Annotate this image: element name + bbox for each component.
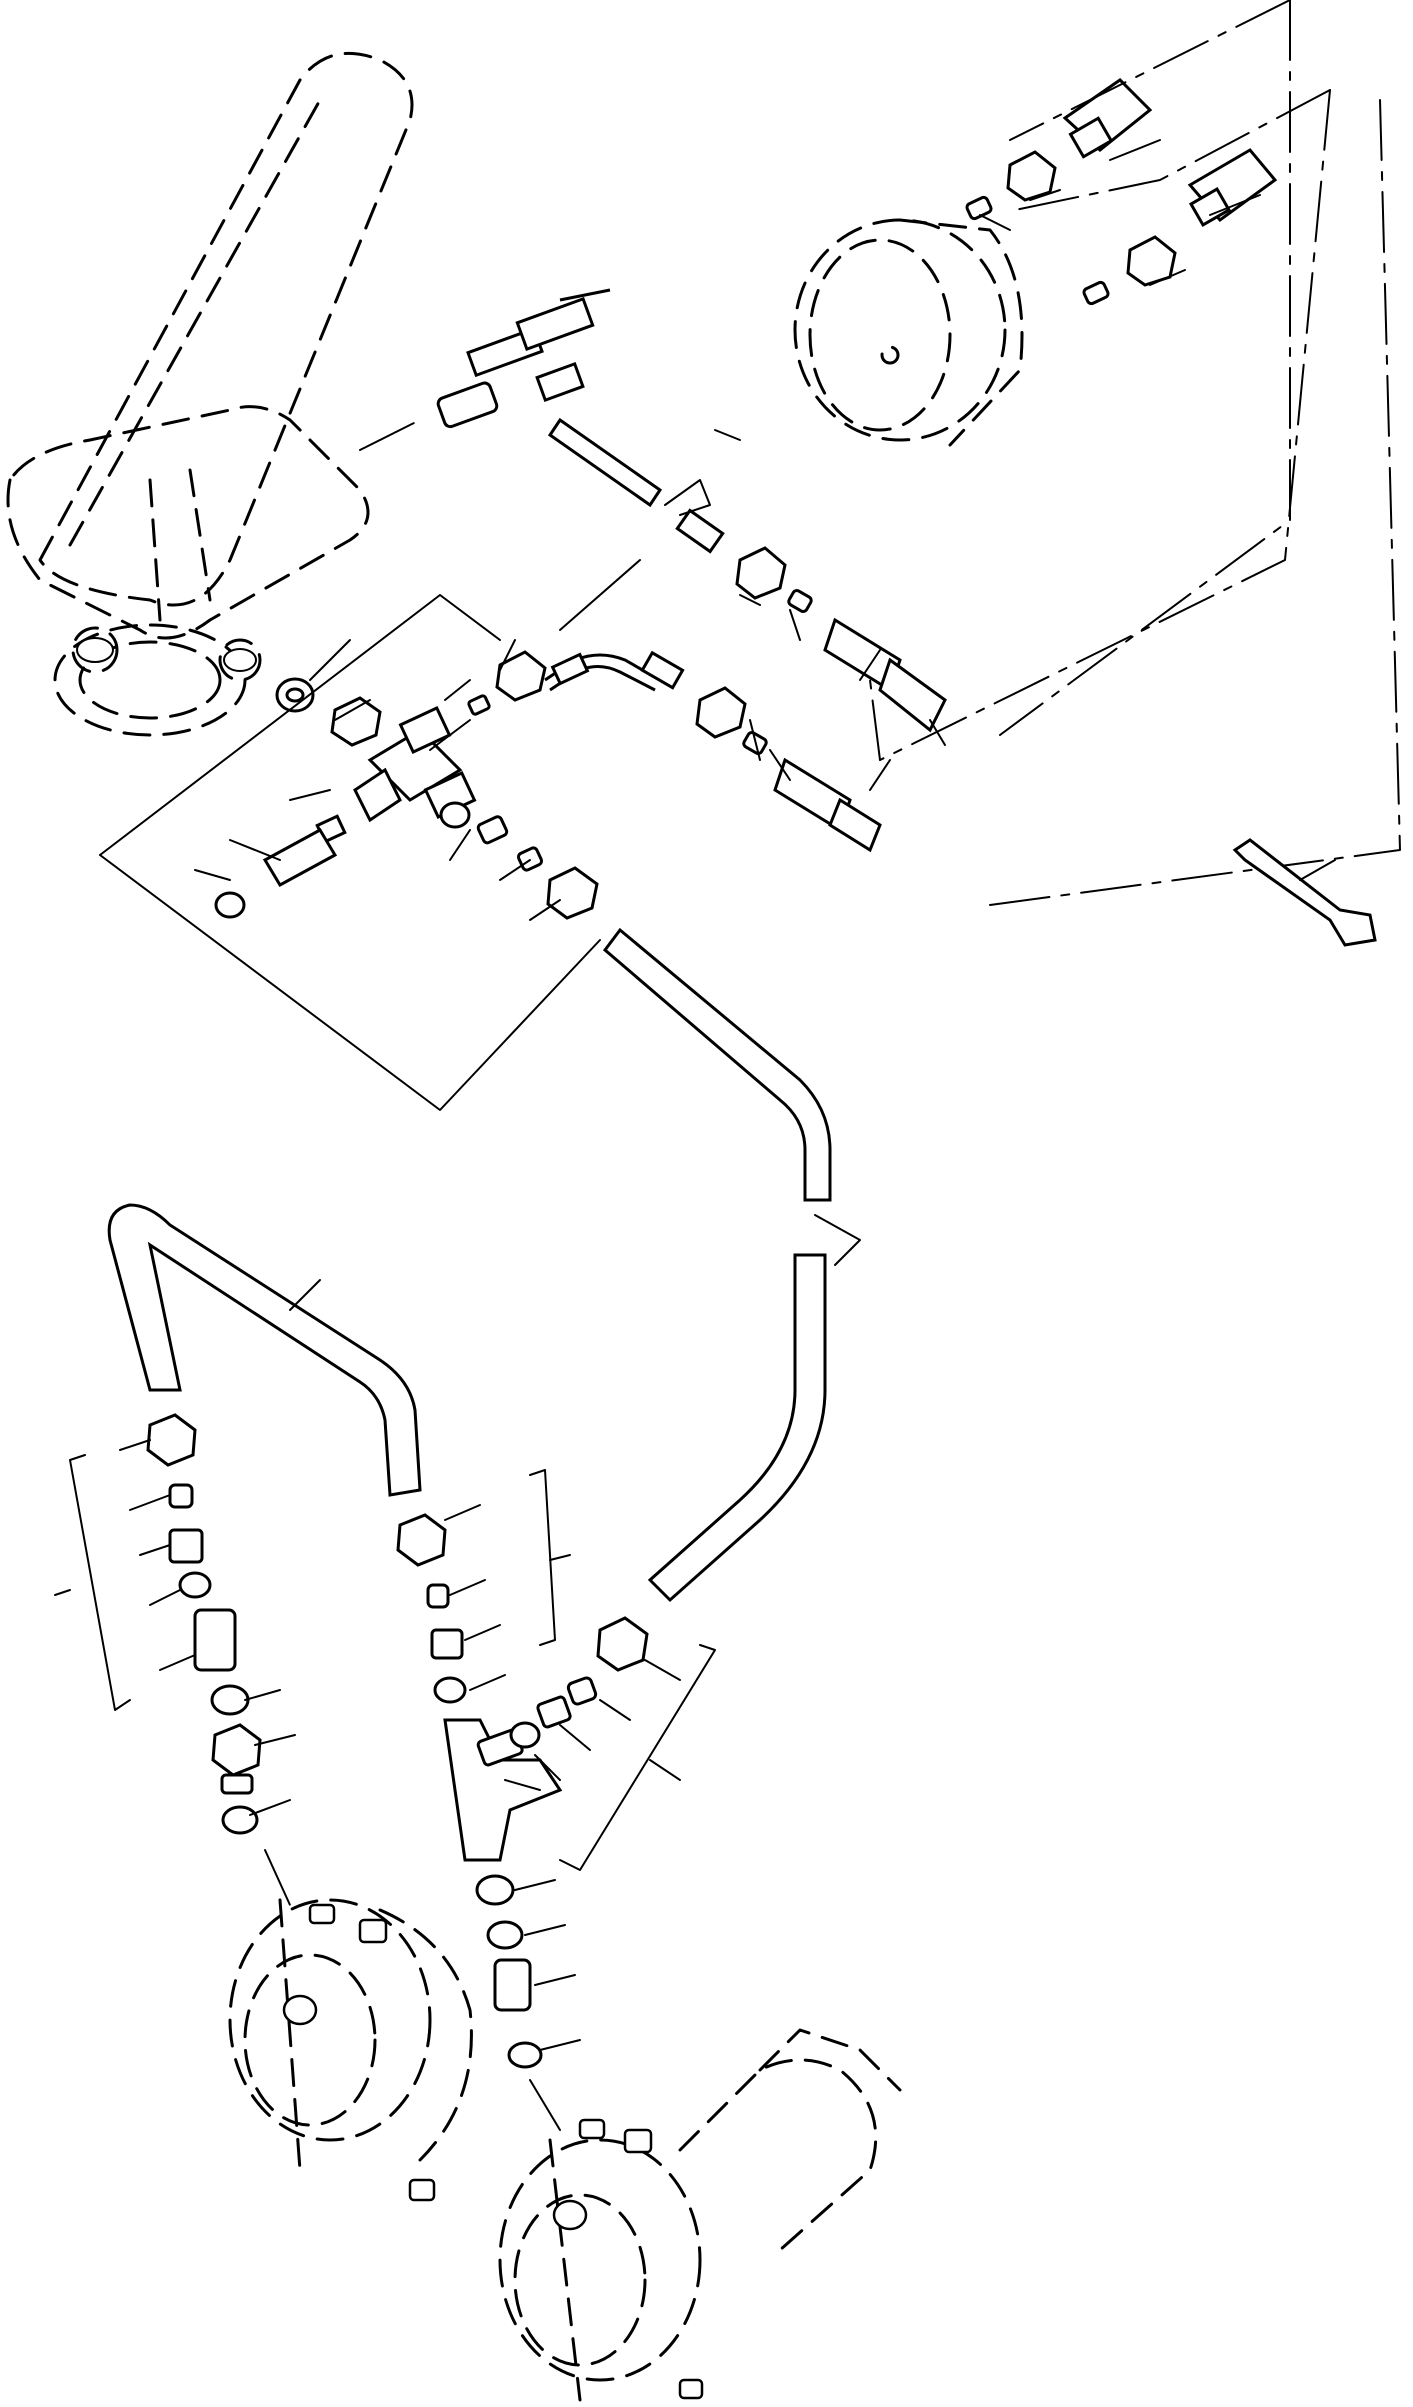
mid-threaded-stub — [493, 1958, 532, 2012]
wheel-cylinder-right — [498, 2028, 902, 2402]
cable-tie-leader — [1299, 859, 1336, 881]
mid-washer-1 — [433, 1676, 467, 1704]
bleeder-cap — [214, 891, 246, 919]
sleeve-upper — [965, 195, 993, 221]
cross-nut-top — [330, 696, 382, 747]
group-bracket-lower-right — [559, 1644, 716, 1871]
left-loop-line — [107, 1203, 422, 1497]
gauge-fittings — [965, 78, 1278, 306]
left-threaded-union — [193, 1608, 237, 1672]
left-column-leaders — [119, 1439, 296, 1816]
master-cylinder — [53, 623, 262, 737]
mid-adapter-1 — [430, 1628, 464, 1660]
cross-nut-right — [495, 650, 547, 702]
left-washer-1 — [178, 1571, 212, 1599]
middle-column-fittings — [396, 1513, 563, 2069]
mid-tee-body — [443, 1718, 563, 1862]
left-nut-2 — [211, 1723, 262, 1777]
wheel-cylinder-left-fittings — [282, 1903, 436, 2202]
brake-line-middle — [544, 650, 882, 853]
cross-nut-lower — [546, 866, 599, 920]
group-bracket-cross-tee — [99, 594, 601, 1111]
cross-tee-threaded-end — [353, 767, 402, 823]
cable-tie — [1232, 838, 1377, 947]
assembly-centerlines — [264, 0, 1401, 2131]
sleeve-lower — [1082, 280, 1110, 306]
bleeder-screw — [262, 827, 338, 888]
callout-leaders-upper — [559, 479, 711, 631]
pedal-arm — [38, 51, 414, 607]
group-bracket-left — [54, 1454, 131, 1711]
upper-union-assembly — [436, 288, 611, 429]
lower-right-washer — [509, 1721, 541, 1749]
left-washer-3 — [221, 1805, 259, 1835]
left-washer-2 — [210, 1684, 250, 1716]
left-thread-stub — [220, 1773, 254, 1795]
left-column-fittings — [146, 1413, 262, 1835]
left-nut-1 — [146, 1413, 197, 1467]
hose-fitting-upper — [1068, 116, 1114, 159]
pedal-mount-plate — [6, 405, 370, 640]
master-cylinder-fittings — [76, 637, 257, 672]
pedal-assembly — [6, 51, 414, 737]
gauge-leaders — [714, 139, 1261, 791]
mid-sleeve-1 — [426, 1583, 450, 1609]
group-bracket-middle — [529, 1469, 571, 1646]
nut-upper — [1006, 150, 1057, 202]
left-adapter-1 — [168, 1528, 204, 1564]
main-hose-break-leader — [814, 1214, 861, 1266]
pressure-gauge — [793, 218, 1024, 447]
wheel-cylinder-left — [228, 1898, 473, 2172]
cross-washer-top-inner — [285, 687, 305, 703]
left-loop-leader — [289, 1279, 321, 1311]
main-hose — [602, 927, 832, 1603]
wheel-cylinder-right-fittings — [552, 2118, 704, 2400]
lower-right-nut — [596, 1616, 649, 1672]
mid-nut-1 — [396, 1513, 447, 1567]
cross-tee-leaders — [194, 639, 561, 921]
mid-washer-3 — [486, 1920, 524, 1950]
lower-right-fittings — [509, 1616, 649, 1749]
brake-line-upper — [547, 417, 947, 733]
lower-right-sleeve — [566, 1676, 598, 1706]
upper-line-nut — [735, 546, 787, 600]
lower-right-leaders — [534, 1659, 681, 1781]
lower-right-adapter — [536, 1695, 572, 1729]
hose-fitting-middle — [1188, 187, 1232, 227]
middle-column-leaders — [444, 1504, 581, 2051]
mid-washer-2 — [475, 1874, 515, 1906]
cross-tee-assembly — [214, 650, 599, 920]
left-sleeve-1 — [168, 1483, 194, 1509]
mid-washer-4 — [507, 2041, 543, 2069]
